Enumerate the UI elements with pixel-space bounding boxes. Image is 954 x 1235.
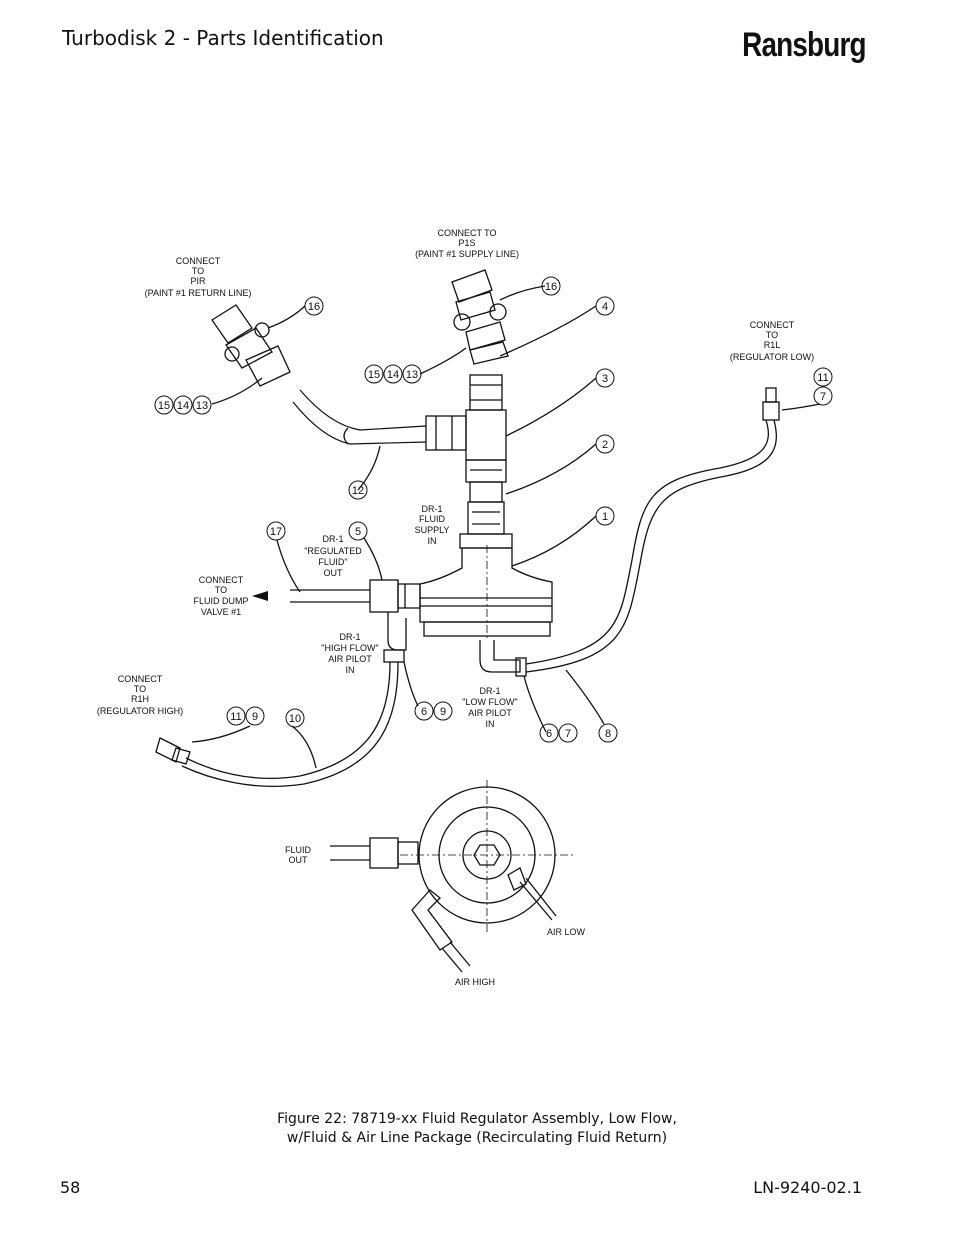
label-low-flow-1: DR-1: [479, 686, 500, 696]
label-supply-in-4: IN: [428, 536, 437, 546]
caption-line-2: w/Fluid & Air Line Package (Recirculatin…: [286, 1130, 668, 1146]
label-p1s-3: (PAINT #1 SUPPLY LINE): [415, 249, 519, 259]
label-low-flow-2: "LOW FLOW": [462, 697, 517, 707]
label-r1l-1: CONNECT: [750, 320, 795, 330]
balloon-10: 10: [289, 713, 301, 725]
page-number: 58: [60, 1178, 81, 1197]
label-r1h-1: CONNECT: [118, 674, 163, 684]
label-reg-out-2: "REGULATED: [304, 546, 362, 556]
label-p1s-1: CONNECT TO: [437, 228, 496, 238]
label-high-flow-2: "HIGH FLOW": [321, 643, 378, 653]
label-pir-3: PIR: [190, 276, 206, 286]
balloon-6a: 6: [421, 706, 427, 718]
balloon-16b: 16: [308, 301, 320, 313]
label-reg-out-3: FLUID": [318, 557, 347, 567]
label-supply-in-1: DR-1: [421, 504, 442, 514]
balloon-4: 4: [602, 301, 608, 313]
label-r1h-3: R1H: [131, 694, 149, 704]
brand-logo: Ransburg: [742, 26, 866, 64]
balloon-14a: 14: [387, 369, 399, 381]
balloon-15b: 15: [158, 400, 170, 412]
balloon-14b: 14: [177, 400, 189, 412]
balloon-17: 17: [270, 526, 282, 538]
balloon-numbers: 16 4 3 2 1 16 12 17 5 8 10 15 14 13 15 1…: [158, 281, 829, 740]
balloon-6b: 6: [546, 728, 552, 740]
label-dump-4: VALVE #1: [201, 607, 241, 617]
balloon-5: 5: [355, 526, 361, 538]
label-pir-4: (PAINT #1 RETURN LINE): [145, 288, 252, 298]
balloon-9b: 9: [440, 706, 446, 718]
label-p1s-2: P1S: [458, 238, 475, 248]
label-low-flow-3: AIR PILOT: [468, 708, 512, 718]
label-reg-out-4: OUT: [324, 568, 344, 578]
label-high-flow-1: DR-1: [339, 632, 360, 642]
balloon-7a: 7: [820, 391, 826, 403]
label-reg-out-1: DR-1: [322, 534, 343, 544]
label-high-flow-4: IN: [346, 665, 355, 675]
label-dump-3: FLUID DUMP: [193, 596, 248, 606]
return-fitting-stack: [211, 304, 291, 387]
label-pir-2: TO: [192, 266, 204, 276]
balloon-11a: 11: [817, 372, 828, 384]
label-r1l-3: R1L: [764, 340, 781, 350]
label-fluid-out-2: OUT: [289, 855, 309, 865]
caption-line-1: Figure 22: 78719-xx Fluid Regulator Asse…: [277, 1111, 677, 1127]
label-dump-2: TO: [215, 585, 227, 595]
balloon-15a: 15: [368, 369, 380, 381]
diagram-labels: CONNECT TO P1S (PAINT #1 SUPPLY LINE) CO…: [97, 228, 814, 987]
balloon-7b: 7: [565, 728, 571, 740]
document-code: LN-9240-02.1: [753, 1178, 862, 1197]
label-air-low: AIR LOW: [547, 927, 586, 937]
supply-fitting-stack: [451, 269, 509, 365]
label-r1l-4: (REGULATOR LOW): [730, 352, 814, 362]
label-r1h-4: (REGULATOR HIGH): [97, 706, 183, 716]
label-fluid-out-1: FLUID: [285, 845, 312, 855]
label-pir-1: CONNECT: [176, 256, 221, 266]
figure-caption: Figure 22: 78719-xx Fluid Regulator Asse…: [0, 1110, 954, 1148]
balloon-13a: 13: [406, 369, 418, 381]
label-r1l-2: TO: [766, 330, 778, 340]
balloon-3: 3: [602, 373, 608, 385]
balloon-13b: 13: [196, 400, 208, 412]
balloon-2: 2: [602, 439, 608, 451]
page-title: Turbodisk 2 - Parts Identification: [62, 26, 384, 50]
balloon-16a: 16: [545, 281, 557, 293]
balloon-1: 1: [602, 511, 608, 523]
label-high-flow-3: AIR PILOT: [328, 654, 372, 664]
label-low-flow-4: IN: [486, 719, 495, 729]
balloon-12: 12: [352, 485, 364, 497]
balloons: [154, 276, 833, 743]
balloon-11b: 11: [230, 711, 241, 723]
label-air-high: AIR HIGH: [455, 977, 495, 987]
label-r1h-2: TO: [134, 684, 146, 694]
balloon-8: 8: [605, 728, 611, 740]
label-dump-1: CONNECT: [199, 575, 244, 585]
label-supply-in-3: SUPPLY: [415, 525, 450, 535]
balloon-9a: 9: [252, 711, 258, 723]
label-supply-in-2: FLUID: [419, 514, 446, 524]
